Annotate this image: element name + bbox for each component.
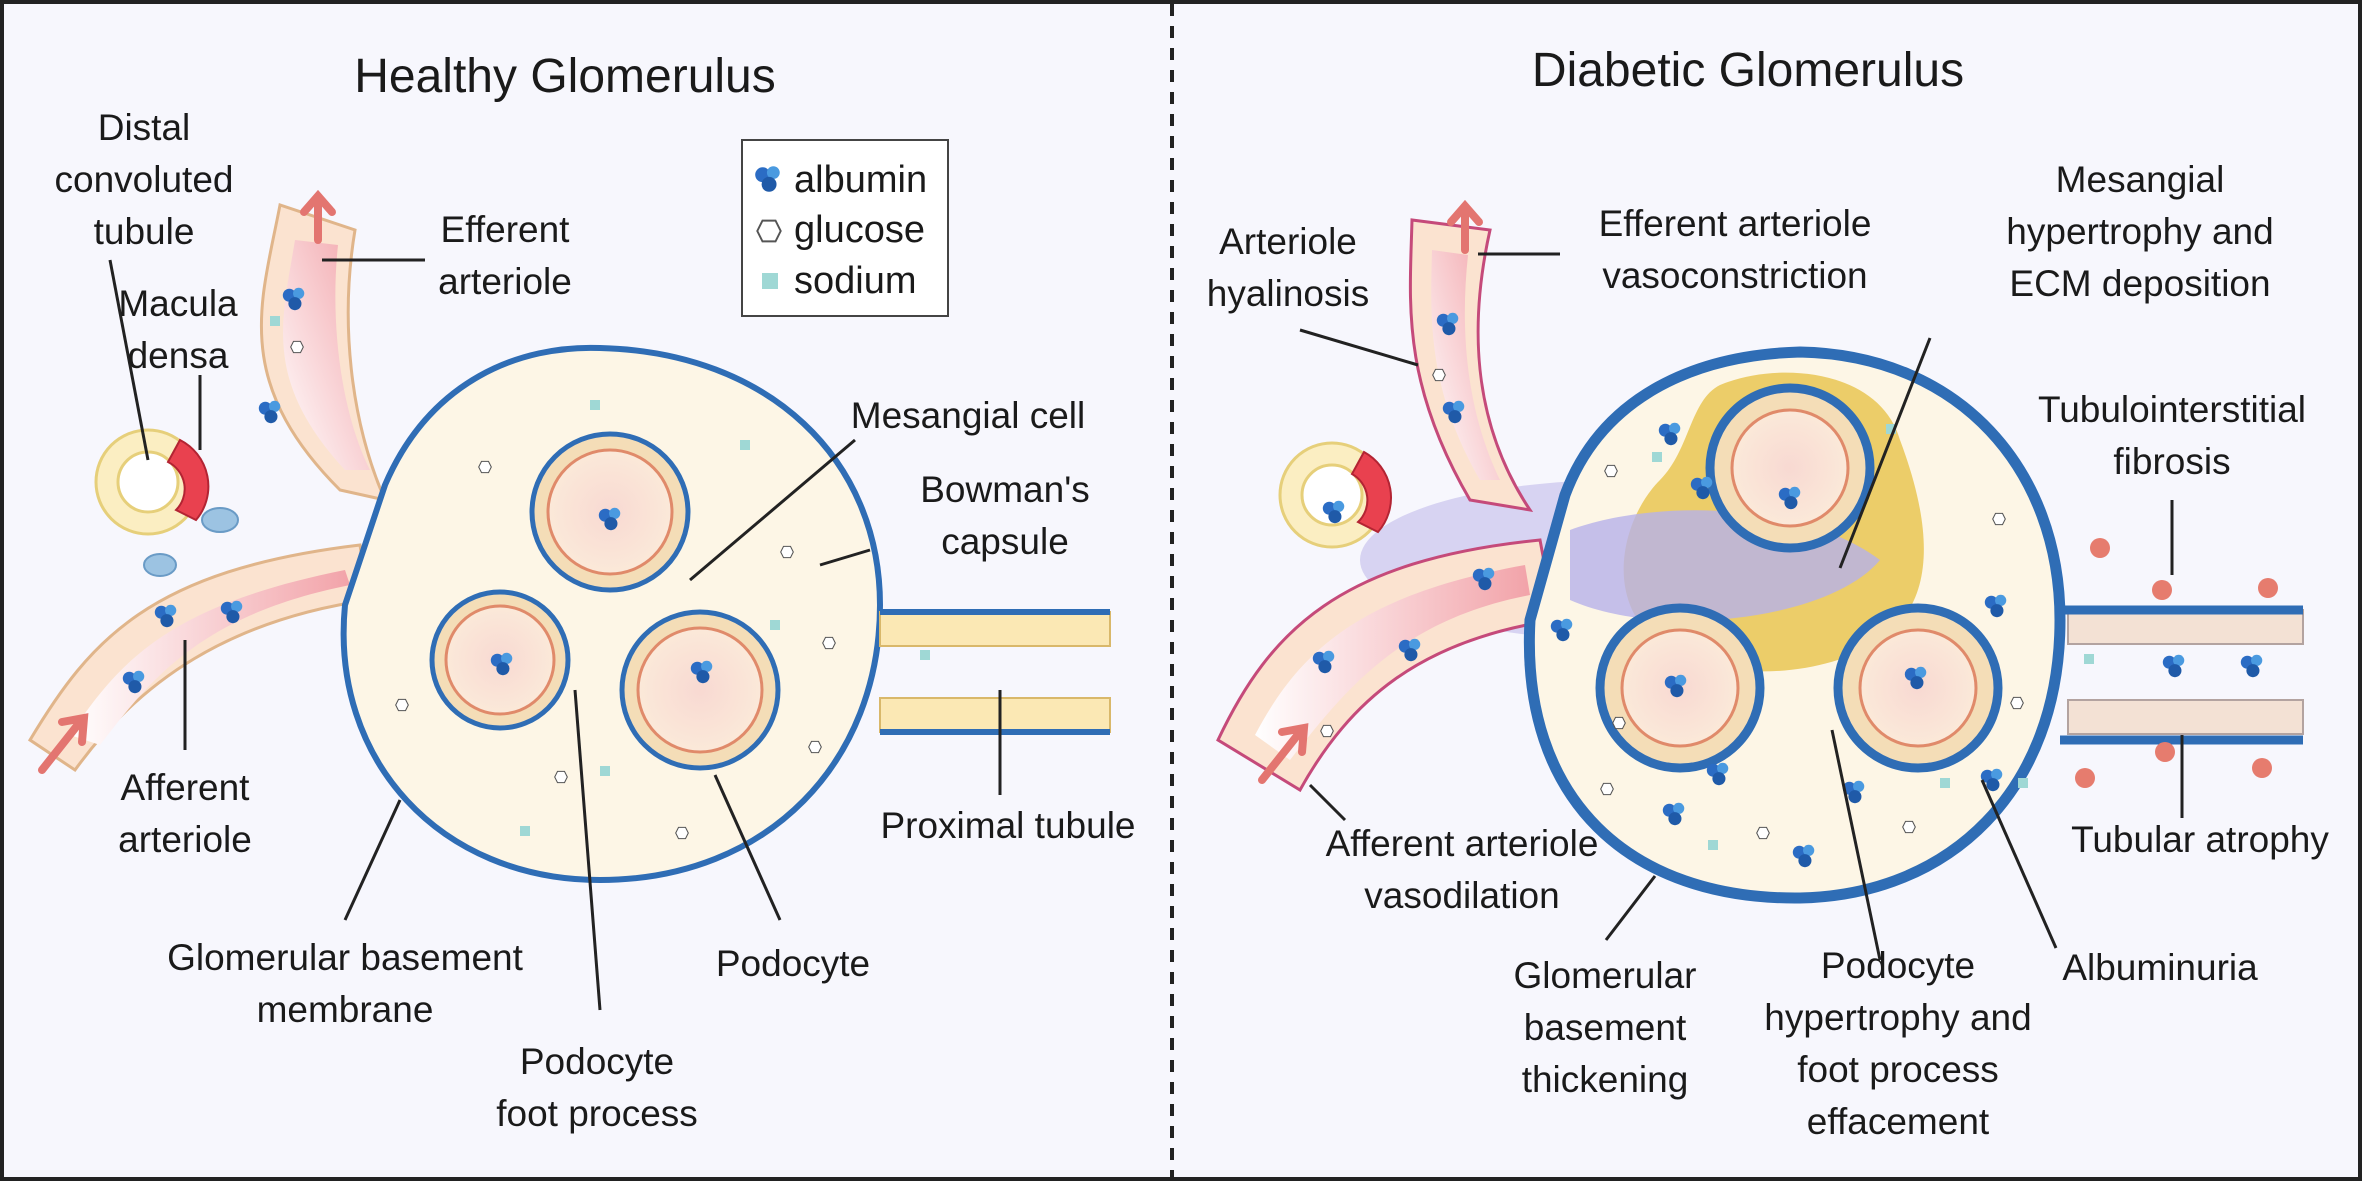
diabetic-leader-lines <box>1299 252 2184 961</box>
sodium-icon <box>762 273 778 289</box>
healthy-title: Healthy Glomerulus <box>354 50 776 103</box>
label-bowman-2: capsule <box>941 521 1069 562</box>
diabetic-distal-tubule <box>1278 441 1392 549</box>
legend-glucose: glucose <box>794 209 925 251</box>
proximal-tubule-bottom <box>879 697 1111 733</box>
efferent-arrow-icon <box>300 189 336 244</box>
label-albuminuria: Albuminuria <box>2062 947 2258 988</box>
label-podocyte: Podocyte <box>716 943 870 984</box>
diabetic-afferent-arrow-icon <box>1258 723 1309 784</box>
label-gbm-2: membrane <box>257 989 434 1030</box>
label-efferent-vc-1: Efferent arteriole <box>1599 203 1872 244</box>
label-macula-2: densa <box>128 335 229 376</box>
diabetic-tubule-bottom <box>2067 699 2304 735</box>
label-afferent-vd-2: vasodilation <box>1364 875 1559 916</box>
label-distal-2: convoluted <box>55 159 234 200</box>
label-efferent-2: arteriole <box>438 261 572 302</box>
label-efferent-vc-2: vasoconstriction <box>1602 255 1867 296</box>
label-podocyte-3: foot process <box>1797 1049 1999 1090</box>
label-distal-1: Distal <box>98 107 191 148</box>
label-gbm-1: Glomerular basement <box>167 937 523 978</box>
label-hyalinosis-1: Arteriole <box>1219 221 1357 262</box>
diabetic-efferent-arrow-icon <box>1447 199 1483 254</box>
label-mesangial-cell: Mesangial cell <box>851 395 1085 436</box>
label-mesangial-1: Mesangial <box>2056 159 2225 200</box>
legend: albumin glucose sodium <box>741 139 949 317</box>
label-distal-3: tubule <box>94 211 195 252</box>
legend-albumin: albumin <box>794 159 927 201</box>
label-mesangial-2: hypertrophy and <box>2006 211 2273 252</box>
interstitial-fibrosis-cells <box>2075 538 2278 788</box>
label-gbm-thick-2: basement <box>1524 1007 1687 1048</box>
label-gbm-thick-3: thickening <box>1522 1059 1689 1100</box>
glucose-icon <box>756 219 782 243</box>
efferent-arteriole <box>259 189 388 503</box>
proximal-tubule-top <box>879 611 1111 647</box>
label-efferent-1: Efferent <box>441 209 571 250</box>
healthy-leader-lines <box>108 258 1002 1011</box>
diabetic-afferent-arteriole <box>1216 538 1557 793</box>
healthy-panel: Healthy Glomerulus albumin glucose sodiu… <box>27 50 1136 1134</box>
diabetic-panel: Diabetic Glomerulus <box>1207 44 2330 1142</box>
label-afferent-1: Afferent <box>121 767 251 808</box>
diabetic-title: Diabetic Glomerulus <box>1532 44 1964 97</box>
label-macula-1: Macula <box>118 283 238 324</box>
label-foot-1: Podocyte <box>520 1041 674 1082</box>
label-afferent-vd-1: Afferent arteriole <box>1326 823 1599 864</box>
distal-tubule <box>94 428 210 536</box>
label-proximal-tubule: Proximal tubule <box>880 805 1135 846</box>
label-bowman-1: Bowman's <box>920 469 1090 510</box>
diabetic-efferent-arteriole <box>1408 199 1534 513</box>
label-afferent-2: arteriole <box>118 819 252 860</box>
label-foot-2: foot process <box>496 1093 698 1134</box>
label-tubular-atrophy: Tubular atrophy <box>2071 819 2329 860</box>
label-gbm-thick-1: Glomerular <box>1514 955 1697 996</box>
label-podocyte-2: hypertrophy and <box>1764 997 2031 1038</box>
legend-sodium: sodium <box>794 260 917 302</box>
label-tubulointerstitial-1: Tubulointerstitial <box>2038 389 2306 430</box>
label-podocyte-1: Podocyte <box>1821 945 1975 986</box>
label-tubulointerstitial-2: fibrosis <box>2113 441 2230 482</box>
label-mesangial-3: ECM deposition <box>2009 263 2270 304</box>
label-podocyte-4: effacement <box>1807 1101 1990 1142</box>
afferent-arrow-icon <box>38 713 89 774</box>
label-hyalinosis-2: hyalinosis <box>1207 273 1369 314</box>
diabetic-tubule-top <box>2067 609 2304 645</box>
afferent-arteriole <box>27 543 370 774</box>
diabetic-capillaries <box>1595 383 2003 773</box>
